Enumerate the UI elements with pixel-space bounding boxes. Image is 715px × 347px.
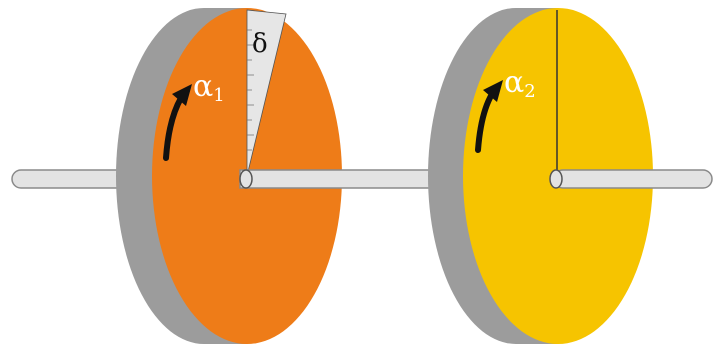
twist-angle-label: δ bbox=[252, 29, 268, 59]
disc-1-angle-label: α1 bbox=[193, 69, 225, 106]
rotation-arrow-2 bbox=[475, 80, 503, 153]
disc-1: δ α1 bbox=[116, 8, 342, 344]
curved-arrow-up-icon bbox=[483, 80, 503, 102]
shaft-right bbox=[553, 169, 713, 189]
shaft-left bbox=[11, 169, 135, 189]
twist-angle-wedge: δ bbox=[246, 9, 287, 177]
shaft-hub-1 bbox=[239, 169, 253, 189]
shaft-hub-2 bbox=[549, 169, 563, 189]
shaft-middle bbox=[239, 169, 453, 189]
rotation-arrow-1 bbox=[163, 84, 192, 161]
curved-arrow-up-icon bbox=[172, 84, 192, 106]
disc-2-angle-label: α2 bbox=[504, 65, 536, 102]
